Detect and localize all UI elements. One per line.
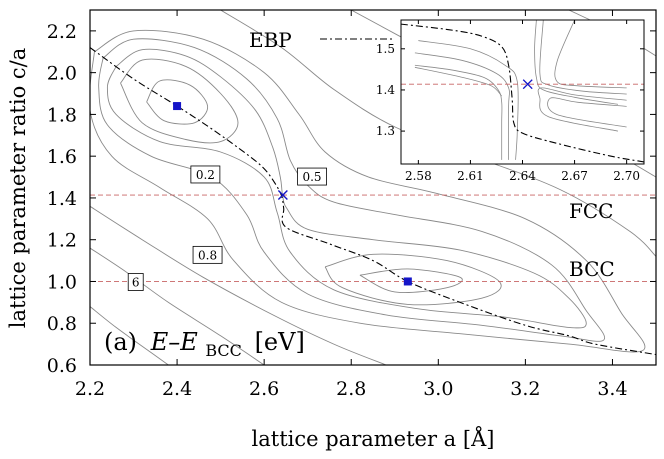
inset-axis-ticks: 2.58 2.61 2.64 2.67 2.70 1.3 1.4 1.5 bbox=[376, 20, 644, 183]
main-ytick-label: 2.0 bbox=[47, 63, 77, 85]
main-ytick-label: 0.6 bbox=[47, 355, 77, 377]
inset-contour-lines bbox=[414, 20, 627, 160]
energy-symbol: E–E bbox=[150, 328, 199, 356]
contour-label-box-3 bbox=[127, 273, 144, 291]
inset-contour-8 bbox=[554, 20, 627, 89]
inset-ytick-label: 1.5 bbox=[376, 42, 395, 56]
main-ytick-label: 2.2 bbox=[47, 21, 77, 43]
inset-markers bbox=[522, 79, 533, 90]
contour-label-box-1 bbox=[297, 167, 327, 186]
main-contour-labels: 0.2 0.5 0.8 6 bbox=[127, 165, 327, 291]
contour-label-box-2 bbox=[192, 245, 223, 264]
panel-label: (a) bbox=[104, 328, 137, 356]
main-contour-0.2 bbox=[106, 48, 587, 329]
main-ytick-label: 0.8 bbox=[47, 313, 77, 335]
y-axis-label: lattice parameter ratio c/a bbox=[6, 48, 30, 329]
main-xtick-label: 3.2 bbox=[510, 378, 540, 400]
main-reference-lines bbox=[90, 194, 656, 282]
contour-label-3: 6 bbox=[132, 276, 140, 290]
inset-background bbox=[401, 20, 644, 164]
main-xtick-label: 3.0 bbox=[423, 378, 453, 400]
main-ebp-path bbox=[90, 47, 656, 356]
main-contour-open-4 bbox=[90, 205, 387, 365]
energy-subscript: BCC bbox=[205, 341, 242, 360]
main-marker-square-0 bbox=[173, 102, 182, 111]
inset-contour-5 bbox=[539, 20, 627, 95]
main-xtick-label: 2.2 bbox=[75, 378, 105, 400]
inset-xtick-label: 2.61 bbox=[457, 169, 484, 183]
inset-marker-cross-0 bbox=[522, 79, 533, 90]
bcc-reference-label: BCC bbox=[569, 257, 615, 281]
inset-chart: 2.58 2.61 2.64 2.67 2.70 1.3 1.4 1.5 bbox=[376, 19, 645, 183]
x-axis-label: lattice parameter a [Å] bbox=[252, 426, 495, 451]
inset-contour-7 bbox=[547, 97, 627, 128]
main-ytick-label: 1.2 bbox=[47, 230, 77, 252]
main-contour-inner-fcc bbox=[146, 79, 209, 125]
main-contour-inner-bcc bbox=[359, 268, 463, 293]
main-ytick-label: 1.0 bbox=[47, 271, 77, 293]
contour-label-box-0 bbox=[190, 165, 221, 184]
inset-ytick-label: 1.4 bbox=[376, 83, 395, 97]
inset-xtick-label: 2.67 bbox=[561, 169, 588, 183]
main-series-ebp bbox=[90, 47, 656, 356]
inset-ytick-label: 1.3 bbox=[376, 124, 395, 138]
main-marker-cross-2 bbox=[277, 190, 288, 201]
main-contour-0.8 bbox=[90, 29, 646, 353]
main-marker-square-1 bbox=[403, 277, 412, 286]
main-contour-open-6 bbox=[90, 306, 169, 365]
main-plot-frame bbox=[89, 9, 657, 366]
main-contour-mid-bcc bbox=[324, 253, 502, 306]
main-xtick-label: 2.8 bbox=[336, 378, 366, 400]
inset-contour-2 bbox=[418, 40, 519, 160]
main-markers bbox=[173, 102, 412, 286]
inset-contour-6 bbox=[537, 87, 627, 132]
main-ytick-label: 1.4 bbox=[47, 188, 77, 210]
main-contour-lines bbox=[90, 10, 656, 365]
contour-label-1: 0.5 bbox=[302, 170, 321, 184]
contour-label-2: 0.8 bbox=[198, 248, 217, 262]
contour-label-0: 0.2 bbox=[196, 168, 215, 182]
legend: EBP bbox=[249, 28, 392, 52]
main-ytick-label: 1.8 bbox=[47, 104, 77, 126]
main-axis-ticks: 2.2 2.4 2.6 2.8 3.0 3.2 3.4 0.6 0.8 1.0 1.2 1.4 1.6 1… bbox=[47, 10, 656, 400]
inset-xtick-label: 2.58 bbox=[405, 169, 432, 183]
panel-title: (a) E–E BCC [eV] bbox=[104, 328, 305, 362]
inset-xtick-label: 2.70 bbox=[613, 169, 640, 183]
main-ytick-label: 1.6 bbox=[47, 146, 77, 168]
main-xtick-label: 2.4 bbox=[162, 378, 192, 400]
inset-contour-3 bbox=[414, 66, 502, 97]
inset-contour-4 bbox=[534, 20, 619, 105]
main-xtick-label: 3.4 bbox=[597, 378, 627, 400]
inset-contour-1 bbox=[414, 52, 510, 160]
inset-xtick-label: 2.64 bbox=[509, 169, 536, 183]
main-xtick-label: 2.6 bbox=[249, 378, 279, 400]
inset-contour-0 bbox=[414, 64, 503, 160]
energy-unit: [eV] bbox=[255, 328, 305, 356]
fcc-reference-label: FCC bbox=[569, 199, 613, 223]
legend-label-ebp: EBP bbox=[249, 28, 292, 52]
main-contour-open-5 bbox=[90, 247, 265, 365]
main-contour-mid-fcc bbox=[120, 58, 239, 144]
